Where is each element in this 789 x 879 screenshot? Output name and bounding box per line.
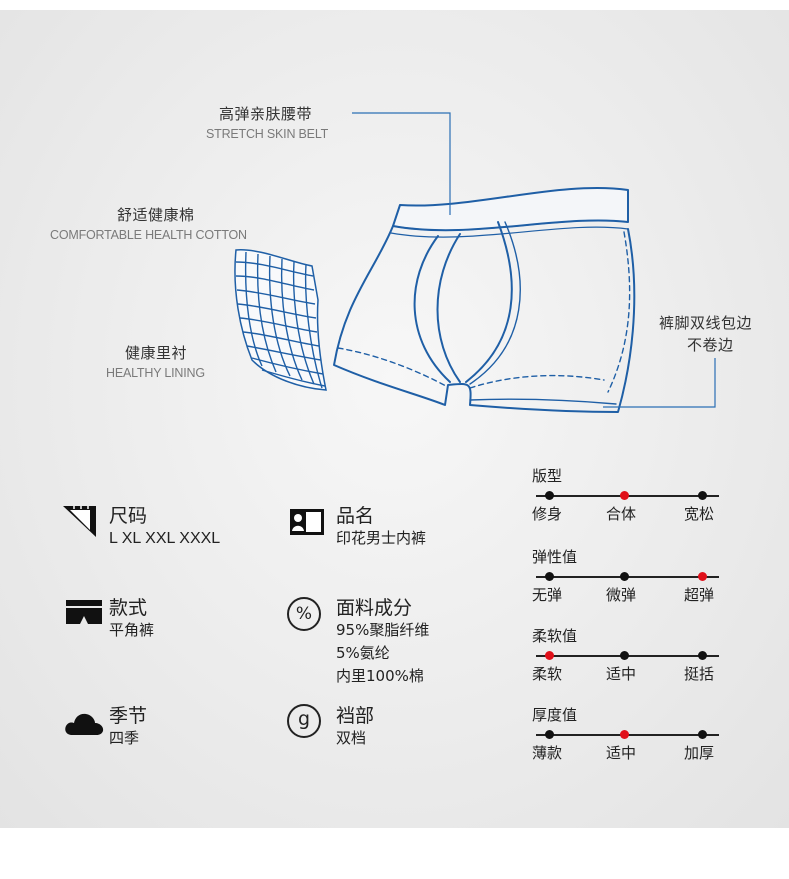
size-title: 尺码 bbox=[109, 505, 148, 527]
scale-option-label: 宽松 bbox=[684, 505, 715, 523]
fabric-line-2: 5%氨纶 bbox=[336, 644, 390, 662]
scale-dot bbox=[620, 572, 629, 581]
lining-label-cn: 健康里衬 bbox=[125, 344, 188, 362]
scale-dot bbox=[698, 651, 707, 660]
shorts-icon bbox=[66, 600, 102, 624]
scale-title: 弹性值 bbox=[532, 548, 578, 566]
style-title: 款式 bbox=[109, 597, 148, 619]
scale-dot-selected bbox=[620, 730, 629, 739]
fabric-line-1: 95%聚脂纤维 bbox=[336, 621, 430, 639]
scale-dot-selected bbox=[620, 491, 629, 500]
scale-dot bbox=[698, 491, 707, 500]
name-title: 品名 bbox=[336, 505, 375, 527]
season-title: 季节 bbox=[109, 705, 148, 727]
scale-dot-selected bbox=[698, 572, 707, 581]
crotch-title: 裆部 bbox=[336, 705, 375, 727]
background-panel bbox=[0, 10, 789, 828]
cotton-label-cn: 舒适健康棉 bbox=[117, 206, 195, 224]
scale-title: 厚度值 bbox=[532, 706, 578, 724]
g-circle-icon: g bbox=[287, 704, 321, 738]
crotch-value: 双档 bbox=[336, 729, 367, 747]
style-value: 平角裤 bbox=[109, 621, 155, 639]
scale-option-label: 适中 bbox=[606, 665, 637, 683]
belt-label-en: STRETCH SKIN BELT bbox=[206, 127, 329, 141]
scale-title: 柔软值 bbox=[532, 627, 578, 645]
scale-dot bbox=[620, 651, 629, 660]
scale-option-label: 超弹 bbox=[684, 586, 715, 604]
hem-label-line1: 裤脚双线包边 bbox=[659, 314, 753, 332]
scale-dot bbox=[545, 572, 554, 581]
scale-option-label: 修身 bbox=[532, 505, 563, 523]
lining-label-en: HEALTHY LINING bbox=[106, 366, 205, 380]
scale-option-label: 挺括 bbox=[684, 665, 715, 683]
hem-label-line2: 不卷边 bbox=[687, 336, 734, 354]
ruler-icon bbox=[63, 506, 96, 537]
belt-label-cn: 高弹亲肤腰带 bbox=[219, 105, 313, 123]
scale-dot-selected bbox=[545, 651, 554, 660]
scale-dot bbox=[545, 491, 554, 500]
fabric-title: 面料成分 bbox=[336, 597, 413, 619]
percent-icon: % bbox=[287, 597, 321, 631]
scale-title: 版型 bbox=[532, 467, 563, 485]
scale-option-label: 适中 bbox=[606, 744, 637, 762]
scale-option-label: 薄款 bbox=[532, 744, 563, 762]
cotton-label-en: COMFORTABLE HEALTH COTTON bbox=[50, 228, 247, 242]
cloud-icon bbox=[65, 713, 104, 735]
scale-option-label: 微弹 bbox=[606, 586, 637, 604]
size-value: L XL XXL XXXL bbox=[109, 530, 221, 547]
season-value: 四季 bbox=[109, 729, 140, 747]
scale-option-label: 加厚 bbox=[684, 744, 715, 762]
scale-option-label: 无弹 bbox=[532, 586, 563, 604]
id-card-icon bbox=[290, 509, 324, 535]
scale-dot bbox=[545, 730, 554, 739]
scale-option-label: 合体 bbox=[606, 505, 637, 523]
scale-dot bbox=[698, 730, 707, 739]
scale-option-label: 柔软 bbox=[532, 665, 563, 683]
fabric-line-3: 内里100%棉 bbox=[336, 667, 424, 685]
name-value: 印花男士内裤 bbox=[336, 529, 427, 547]
